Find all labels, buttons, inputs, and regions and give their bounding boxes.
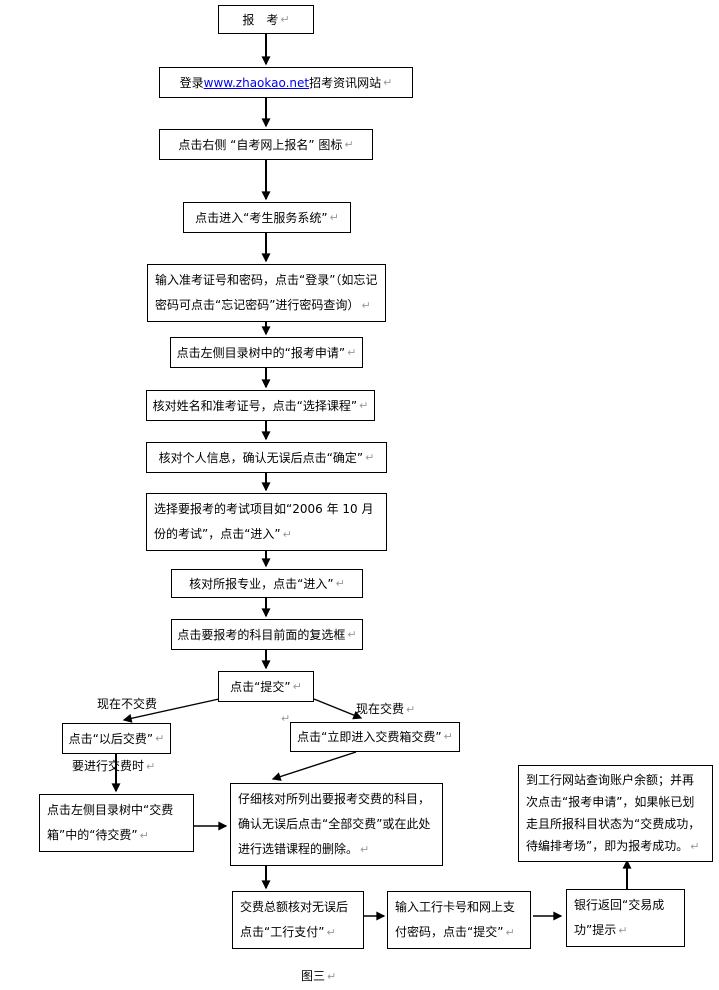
return-mark: ↵: [146, 760, 156, 773]
node-bank-return: 银行返回“交易成功”提示↵: [566, 889, 685, 947]
node-verify-name: 核对姓名和准考证号，点击“选择课程”↵: [146, 390, 375, 421]
node-text: 登录: [179, 75, 204, 90]
node-start: 报 考↵: [218, 5, 314, 34]
node-text: 到工行网站查询账户余额；并再次点击“报考申请”，如果帐已划走且所报科目状态为“交…: [526, 773, 701, 853]
branch-label-when-pay: 要进行交费时↵: [72, 759, 156, 773]
return-mark: ↵: [282, 528, 292, 541]
node-pending-payment: 点击左侧目录树中“交费箱”中的“待交费”↵: [39, 794, 194, 852]
return-mark: ↵: [155, 731, 165, 745]
node-verify-major: 核对所报专业，点击“进入”↵: [171, 569, 363, 598]
anchor-mark: ↵: [281, 712, 291, 725]
branch-label-pay-now: 现在交费↵: [356, 702, 416, 716]
return-mark: ↵: [347, 627, 357, 641]
return-mark: ↵: [618, 924, 628, 937]
node-input-card: 输入工行卡号和网上支付密码，点击“提交”↵: [387, 891, 531, 949]
node-login-site: 登录 www.zhaokao.net 招考资讯网站↵: [159, 67, 413, 98]
node-text: 招考资讯网站: [309, 75, 382, 90]
node-verify-info: 核对个人信息，确认无误后点击“确定”↵: [146, 442, 387, 473]
node-text: 点击“提交”: [230, 679, 291, 694]
node-click-apply: 点击左侧目录树中的“报考申请”↵: [170, 337, 363, 368]
return-mark: ↵: [359, 398, 369, 412]
node-input-credentials: 输入准考证号和密码，点击“登录”（如忘记密码可点击“忘记密码”进行密码查询）↵: [147, 264, 386, 322]
node-text: 输入准考证号和密码，点击“登录”（如忘记密码可点击“忘记密码”进行密码查询）↵: [155, 273, 378, 312]
node-pay-now: 点击“立即进入交费箱交费”↵: [290, 722, 460, 752]
node-text: 输入工行卡号和网上支付密码，点击“提交”↵: [395, 900, 516, 939]
return-mark: ↵: [327, 970, 337, 983]
node-text: 核对个人信息，确认无误后点击“确定”: [158, 450, 364, 465]
node-text: 核对姓名和准考证号，点击“选择课程”: [152, 398, 358, 413]
node-check-subjects: 点击要报考的科目前面的复选框↵: [171, 619, 363, 650]
node-text: 交费总额核对无误后点击“工行支付”↵: [240, 900, 349, 939]
return-mark: ↵: [335, 576, 345, 590]
node-text: 点击“立即进入交费箱交费”: [297, 730, 442, 744]
return-mark: ↵: [365, 450, 375, 464]
node-text: 点击“以后交费”: [68, 731, 154, 746]
return-mark: ↵: [406, 703, 416, 716]
return-mark: ↵: [139, 829, 149, 842]
return-mark: ↵: [292, 679, 302, 693]
node-text: 报 考: [242, 12, 279, 27]
return-mark: ↵: [443, 730, 453, 743]
return-mark: ↵: [280, 12, 290, 26]
node-confirm-total: 交费总额核对无误后点击“工行支付”↵: [232, 891, 364, 949]
node-text: 选择要报考的考试项目如“2006 年 10 月份的考试”，点击“进入”↵: [154, 502, 374, 541]
node-text: 仔细核对所列出要报考交费的科目，确认无误后点击“全部交费”或在此处进行选错课程的…: [238, 792, 431, 856]
zhaokao-link[interactable]: www.zhaokao.net: [203, 75, 310, 90]
flow-arrow: [271, 751, 357, 781]
node-enter-system: 点击进入“考生服务系统”↵: [183, 202, 351, 233]
node-text: 核对所报专业，点击“进入”: [189, 576, 334, 591]
node-text: 点击右侧 “自考网上报名” 图标: [178, 137, 343, 152]
return-mark: ↵: [505, 926, 515, 939]
branch-label-not-pay-now: 现在不交费: [97, 697, 158, 711]
node-click-icon: 点击右侧 “自考网上报名” 图标↵: [159, 129, 373, 160]
figure-caption: 图三↵: [301, 969, 337, 983]
node-verify-payment: 仔细核对所列出要报考交费的科目，确认无误后点击“全部交费”或在此处进行选错课程的…: [230, 783, 443, 866]
node-select-exam: 选择要报考的考试项目如“2006 年 10 月份的考试”，点击“进入”↵: [146, 493, 387, 551]
node-check-result: 到工行网站查询账户余额；并再次点击“报考申请”，如果帐已划走且所报科目状态为“交…: [518, 765, 713, 862]
node-text: 点击进入“考生服务系统”: [195, 210, 328, 225]
return-mark: ↵: [361, 299, 371, 312]
return-mark: ↵: [347, 345, 357, 359]
flow-arrow: [313, 698, 363, 720]
return-mark: ↵: [383, 75, 393, 89]
node-text: 点击左侧目录树中的“报考申请”: [176, 345, 346, 360]
return-mark: ↵: [690, 840, 700, 853]
return-mark: ↵: [329, 210, 339, 224]
return-mark: ↵: [360, 843, 370, 856]
node-pay-later: 点击“以后交费”↵: [62, 723, 171, 754]
return-mark: ↵: [344, 137, 354, 151]
node-text: 点击左侧目录树中“交费箱”中的“待交费”↵: [47, 803, 174, 842]
node-text: 点击要报考的科目前面的复选框: [177, 627, 346, 642]
node-submit: 点击“提交”↵: [218, 671, 314, 702]
return-mark: ↵: [326, 926, 336, 939]
node-text: 银行返回“交易成功”提示↵: [574, 898, 665, 937]
